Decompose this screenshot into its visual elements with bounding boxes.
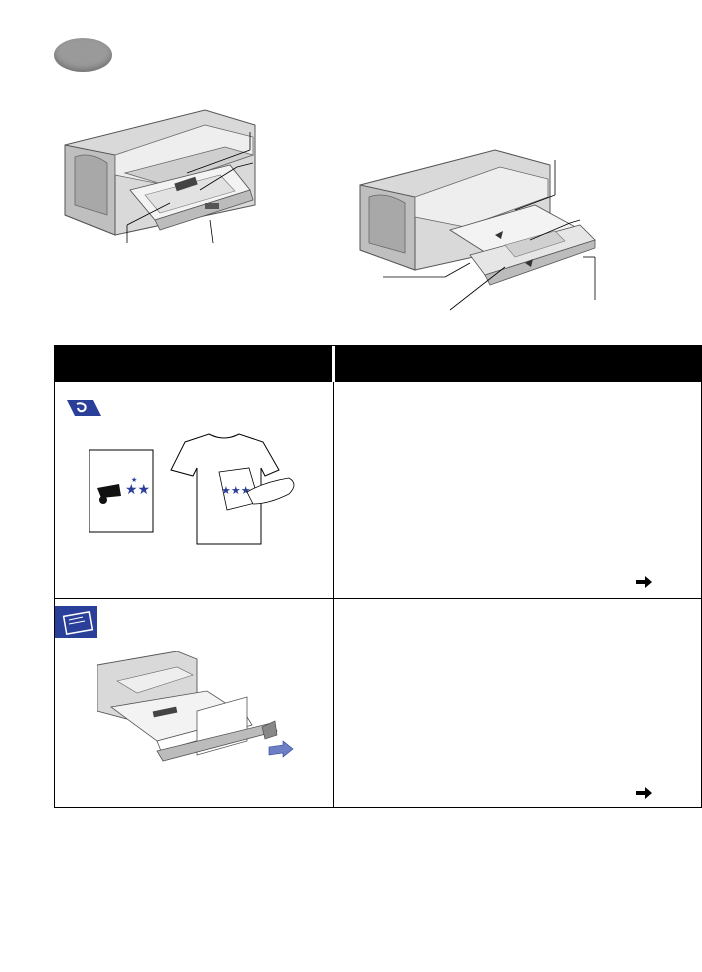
svg-text:★★: ★★ (125, 482, 150, 498)
chapter-tab-oval (54, 38, 112, 72)
table-row-envelope (55, 599, 333, 808)
table-row-iron-on-description (334, 382, 702, 598)
tshirt-transfer-illustration: ★★ ★ ★★★ (89, 433, 295, 545)
column-divider (333, 382, 334, 808)
iron-on-transfer-icon (67, 400, 101, 416)
svg-text:★: ★ (131, 476, 137, 484)
row-divider (55, 598, 701, 599)
table-header (55, 346, 701, 382)
arrow-right-icon (636, 576, 652, 588)
table-row-iron-on: ★★ ★ ★★★ (55, 382, 333, 598)
printer-paper-loading-illustration (97, 651, 294, 762)
printer-extended-trays-figure (359, 149, 596, 311)
envelope-icon (55, 606, 97, 638)
printer-closed-trays-figure (64, 109, 256, 244)
arrow-right-icon (636, 787, 652, 799)
table-header-divider (332, 346, 335, 382)
media-types-table: ★★ ★ ★★★ (54, 345, 702, 808)
table-row-envelope-description (334, 599, 702, 808)
svg-text:★★★: ★★★ (221, 484, 251, 497)
